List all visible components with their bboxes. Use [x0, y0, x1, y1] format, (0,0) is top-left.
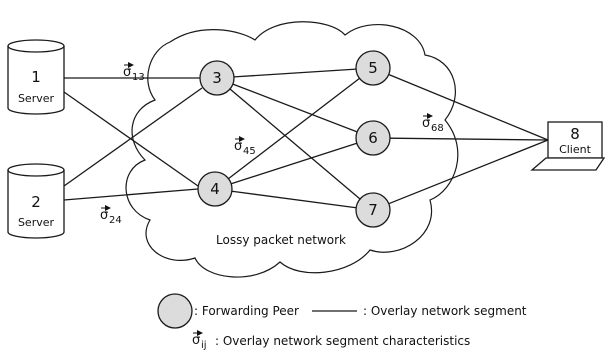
peer-4: 4: [197, 171, 233, 207]
cloud-label: Lossy packet network: [216, 233, 346, 247]
edge-label-24: σ 24: [100, 205, 122, 226]
segment-4-6: [230, 142, 358, 185]
segment-6-8: [389, 137, 549, 141]
edge-label-68: σ 68: [422, 113, 444, 134]
peer-5: 5: [355, 50, 391, 86]
sigma-symbol: σ: [123, 65, 131, 80]
segment-7-8: [388, 139, 549, 205]
peer-7-label: 7: [368, 201, 378, 219]
sigma-subscript: 13: [132, 72, 145, 83]
legend-characteristics-text: : Overlay network segment characteristic…: [215, 334, 470, 348]
sigma-symbol: σ: [422, 116, 430, 131]
segment-3-7: [229, 88, 361, 200]
laptop-icon: [547, 121, 603, 159]
sigma-symbol: σ: [234, 139, 242, 154]
server-1: 1 Server: [7, 39, 65, 115]
peer-5-label: 5: [368, 59, 378, 77]
server-1-id: 1: [31, 68, 41, 86]
peer-7: 7: [355, 192, 391, 228]
segment-3-6: [232, 83, 358, 133]
laptop-keyboard-icon: [530, 157, 606, 171]
server-cylinder-icon: [7, 170, 65, 239]
sigma-subscript: 45: [243, 146, 256, 157]
segment-3-5: [233, 68, 357, 78]
segment-2-3: [63, 87, 203, 187]
legend-segment-text: : Overlay network segment: [363, 304, 527, 318]
legend-peer-text: : Forwarding Peer: [194, 304, 299, 318]
client-label: Client: [559, 143, 592, 156]
legend-sigma-subscript: ij: [201, 340, 207, 351]
peer-3-label: 3: [212, 69, 222, 87]
peer-4-label: 4: [210, 180, 220, 198]
edge-label-13: σ 13: [123, 62, 145, 83]
client-id: 8: [570, 125, 580, 143]
server-cylinder-icon: [7, 46, 65, 115]
segment-4-5: [228, 77, 360, 180]
sigma-subscript: 24: [109, 215, 122, 226]
server-2-id: 2: [31, 193, 41, 211]
server-2-label: Server: [18, 216, 55, 229]
legend: : Forwarding Peer : Overlay network segm…: [157, 293, 527, 351]
client-8: 8 Client: [530, 121, 606, 171]
segment-5-8: [388, 73, 549, 141]
segment-4-7: [231, 190, 357, 209]
server-1-label: Server: [18, 92, 55, 105]
overlay-segments: [63, 68, 549, 209]
peer-6-label: 6: [368, 129, 378, 147]
server-2: 2 Server: [7, 163, 65, 239]
sigma-symbol: σ: [100, 208, 108, 223]
segment-2-4: [63, 188, 199, 201]
legend-peer-icon: [157, 293, 193, 329]
peer-6: 6: [355, 120, 391, 156]
peer-3: 3: [199, 60, 235, 96]
sigma-subscript: 68: [431, 123, 444, 134]
edge-label-45: σ 45: [234, 136, 256, 157]
legend-sigma-symbol: σ: [192, 333, 200, 348]
